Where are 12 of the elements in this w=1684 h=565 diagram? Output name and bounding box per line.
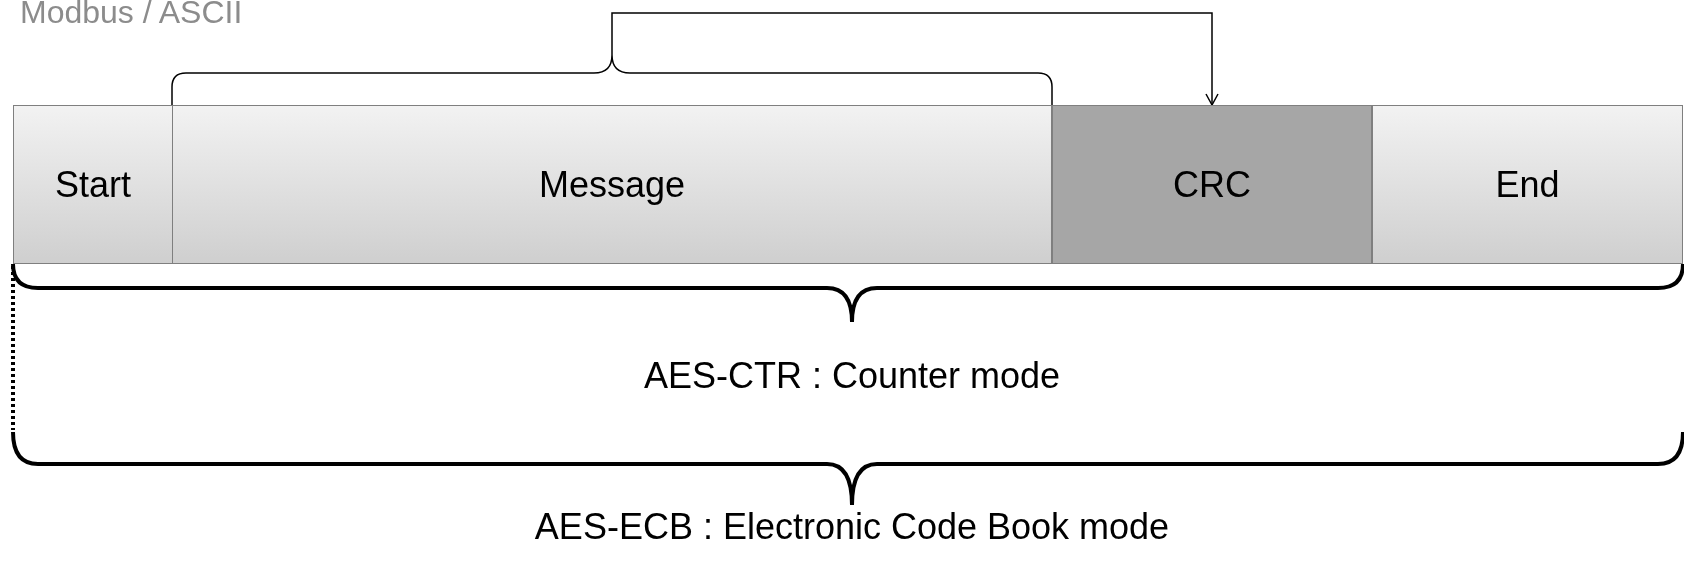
frame-field bbox=[13, 105, 173, 264]
field-label: Start bbox=[55, 163, 131, 206]
frame-field bbox=[1372, 105, 1683, 264]
diagram-title: Modbus / ASCII bbox=[20, 0, 243, 31]
brace-label: AES-CTR : Counter mode bbox=[643, 355, 1061, 397]
bracket-arrow bbox=[171, 12, 1219, 106]
field-label: CRC bbox=[1173, 163, 1251, 206]
field-label: Message bbox=[538, 163, 686, 206]
field-label: End bbox=[1495, 163, 1560, 206]
brace-label: AES-ECB : Electronic Code Book mode bbox=[534, 506, 1170, 548]
frame-field bbox=[172, 105, 1052, 264]
frame-field bbox=[1052, 105, 1372, 264]
